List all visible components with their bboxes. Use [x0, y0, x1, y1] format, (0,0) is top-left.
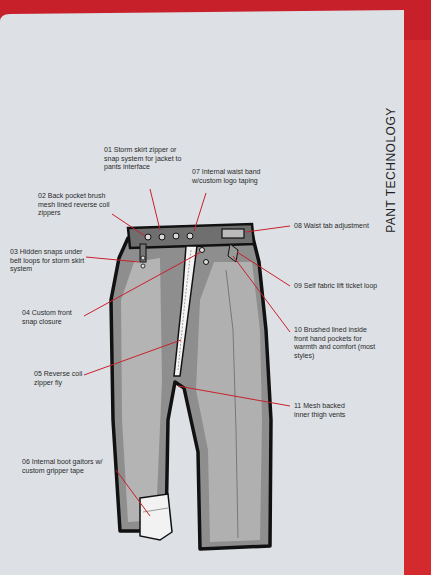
callout-label: 01 Storm skirt zipper or snap system for…	[104, 146, 188, 172]
callout-label: 06 Internal boot gaitors w/ custom gripp…	[22, 458, 118, 475]
vertical-title: PANT TECHNOLOGY	[384, 107, 398, 233]
page-ground	[0, 10, 404, 575]
pants-outline	[111, 234, 271, 549]
waist-tab	[222, 229, 244, 238]
callout-label: 05 Reverse coil zipper fly	[34, 370, 84, 387]
callout-label: 03 Hidden snaps under belt loops for sto…	[10, 248, 86, 274]
callout-label: 04 Custom front snap closure	[22, 309, 84, 326]
callout-label: 07 Internal waist band w/custom logo tap…	[192, 168, 290, 185]
leg-highlight	[196, 262, 262, 542]
callout-label: 11 Mesh backed inner thigh vents	[294, 402, 362, 419]
leader-lines	[84, 189, 290, 516]
callout-label: 02 Back pocket brush mesh lined reverse …	[38, 192, 112, 218]
red-panel	[404, 40, 431, 575]
seam	[226, 270, 238, 538]
callout-label: 08 Waist tab adjustment	[294, 222, 394, 231]
zipper-fly	[174, 246, 197, 376]
waistband	[128, 224, 254, 248]
leg-highlight	[121, 258, 162, 522]
callout-label: 10 Brushed lined inside front hand pocke…	[294, 326, 376, 360]
boot-gaiter	[140, 494, 172, 540]
callout-label: 09 Self fabric lift ticket loop	[294, 282, 398, 291]
